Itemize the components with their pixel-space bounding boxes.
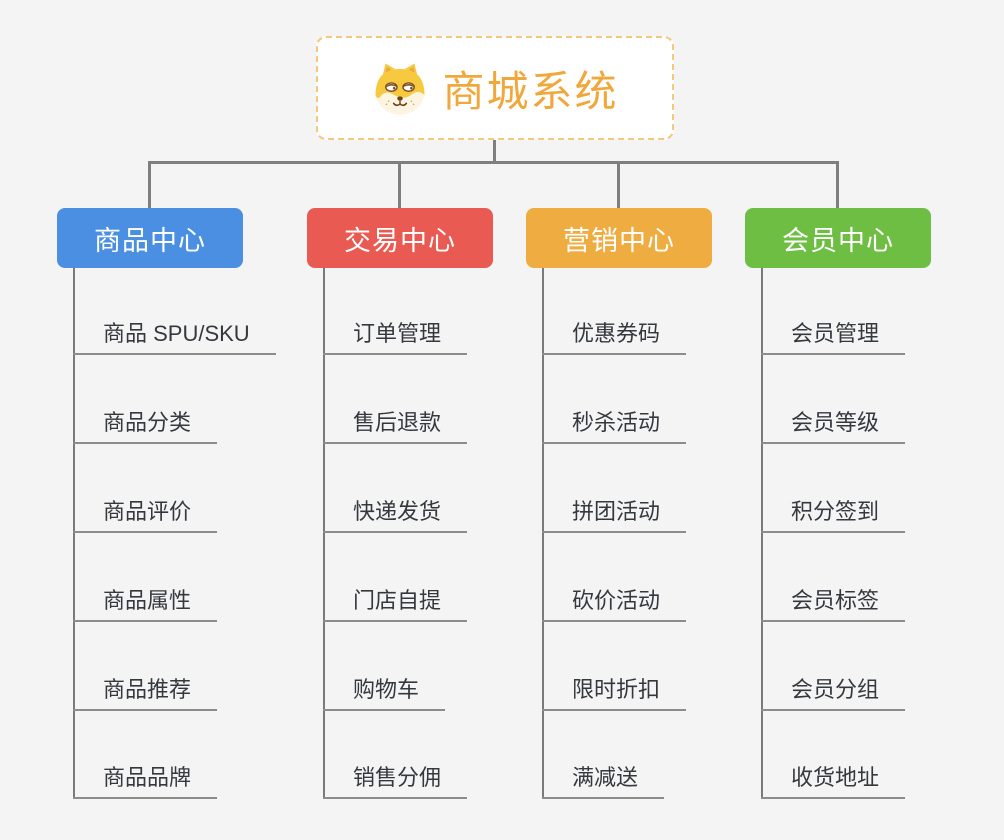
subtopic-node[interactable]: 订单管理 [323, 309, 468, 355]
subtopic-node[interactable]: 门店自提 [323, 576, 468, 622]
branch-products: 商品中心 商品 SPU/SKU 商品分类 商品评价 商品属性 商品推荐 商品品牌 [57, 208, 276, 808]
subtopic-node[interactable]: 会员标签 [761, 576, 906, 622]
subtopic-node[interactable]: 满减送 [542, 753, 665, 799]
subtopic-node[interactable]: 砍价活动 [542, 576, 687, 622]
subtopic-node[interactable]: 积分签到 [761, 487, 906, 533]
branch-marketing: 营销中心 优惠券码 秒杀活动 拼团活动 砍价活动 限时折扣 满减送 [526, 208, 736, 808]
subtopic-node[interactable]: 售后退款 [323, 398, 468, 444]
branch-members: 会员中心 会员管理 会员等级 积分签到 会员标签 会员分组 收货地址 [745, 208, 955, 808]
branch-spine [73, 268, 75, 799]
subtopic-node[interactable]: 商品 SPU/SKU [73, 309, 276, 355]
root-node[interactable]: 商城系统 [316, 36, 674, 140]
branch-header-products[interactable]: 商品中心 [57, 208, 243, 268]
connector-drop-trade [398, 161, 401, 208]
subtopic-node[interactable]: 购物车 [323, 665, 446, 711]
subtopic-node[interactable]: 销售分佣 [323, 753, 468, 799]
connector-drop-products [148, 161, 151, 208]
branch-header-trade[interactable]: 交易中心 [307, 208, 493, 268]
subtopic-node[interactable]: 会员管理 [761, 309, 906, 355]
subtopic-node[interactable]: 优惠券码 [542, 309, 687, 355]
subtopic-node[interactable]: 秒杀活动 [542, 398, 687, 444]
connector-drop-members [836, 161, 839, 208]
connector-drop-marketing [617, 161, 620, 208]
subtopic-node[interactable]: 商品推荐 [73, 665, 218, 711]
branch-trade: 交易中心 订单管理 售后退款 快递发货 门店自提 购物车 销售分佣 [307, 208, 517, 808]
branch-spine [323, 268, 325, 799]
connector-root-stem [493, 140, 496, 163]
subtopic-node[interactable]: 会员等级 [761, 398, 906, 444]
subtopic-node[interactable]: 会员分组 [761, 665, 906, 711]
subtopic-node[interactable]: 限时折扣 [542, 665, 687, 711]
branch-header-marketing[interactable]: 营销中心 [526, 208, 712, 268]
subtopic-node[interactable]: 拼团活动 [542, 487, 687, 533]
branch-header-members[interactable]: 会员中心 [745, 208, 931, 268]
subtopic-node[interactable]: 商品属性 [73, 576, 218, 622]
branch-spine [542, 268, 544, 799]
branch-spine [761, 268, 763, 799]
root-title: 商城系统 [442, 67, 619, 115]
connector-bus [148, 161, 839, 164]
subtopic-node[interactable]: 收货地址 [761, 753, 906, 799]
subtopic-node[interactable]: 商品品牌 [73, 753, 218, 799]
subtopic-node[interactable]: 商品分类 [73, 398, 218, 444]
subtopic-node[interactable]: 快递发货 [323, 487, 468, 533]
subtopic-node[interactable]: 商品评价 [73, 487, 218, 533]
doge-icon [376, 63, 425, 115]
